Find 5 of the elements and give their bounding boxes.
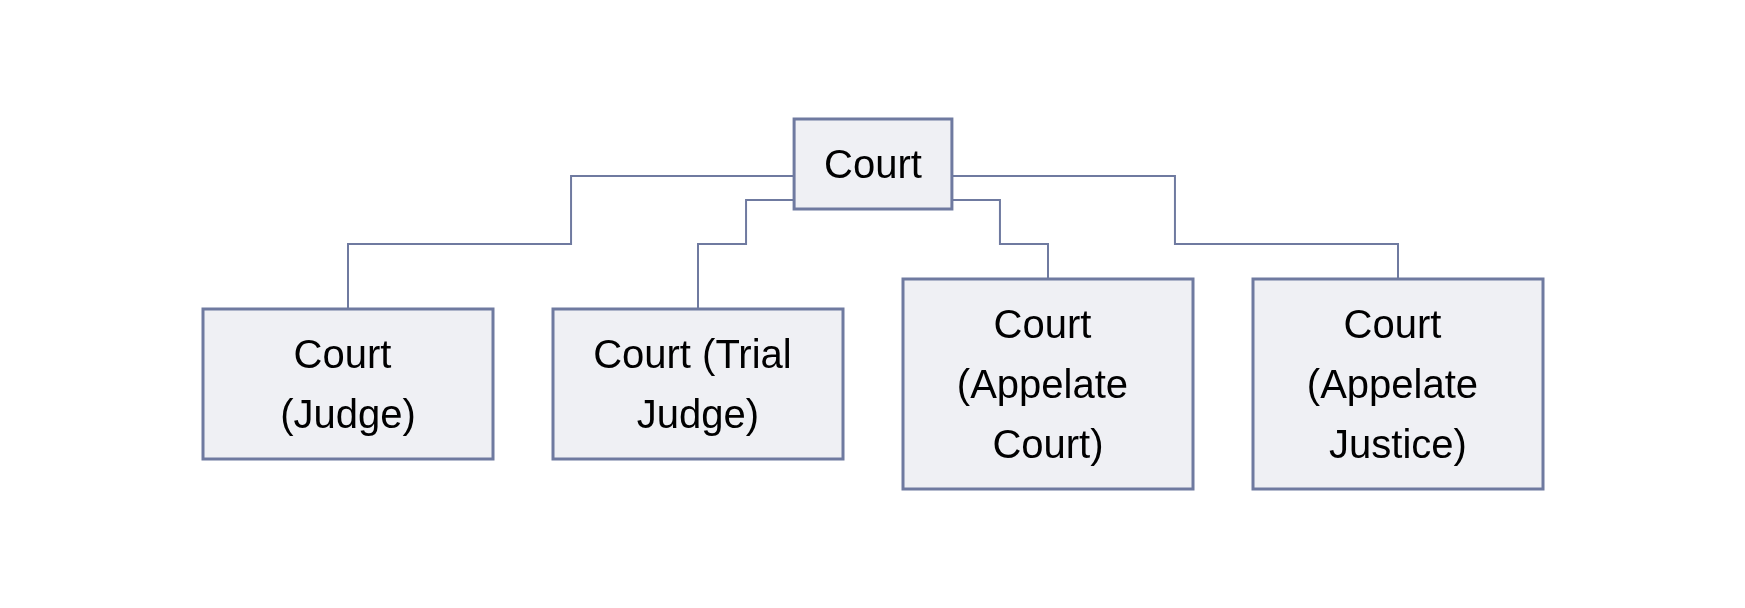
node-box: Court: [792, 117, 953, 211]
node-box: Court (Trial Judge): [551, 307, 844, 461]
node-box: Court (Judge): [201, 307, 494, 461]
node-box: Court (Appelate Justice): [1251, 277, 1544, 491]
node-box: Court (Appelate Court): [901, 277, 1194, 491]
